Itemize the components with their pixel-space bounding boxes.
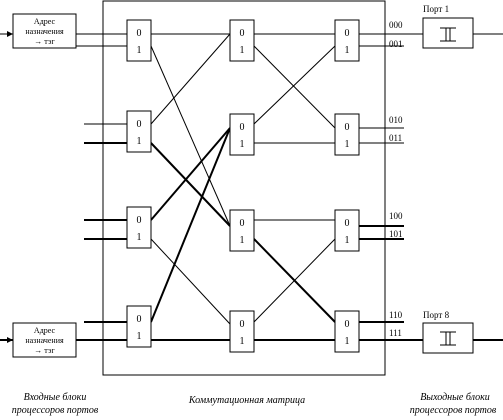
input-block-label: назначения [25, 27, 64, 36]
switch-element: 01 [334, 113, 360, 156]
input-block-label: → тэг [34, 346, 55, 355]
connection-lines [0, 33, 503, 341]
switch-port-0-label: 0 [137, 119, 142, 130]
link-line [150, 142, 231, 227]
input-block-bottom: Адрес назначения → тэг [12, 322, 77, 358]
caption-right-line1: Выходные блоки [420, 392, 490, 403]
link-line [150, 238, 231, 325]
switch-port-1-label: 1 [240, 235, 245, 246]
switch-element: 01 [126, 206, 152, 249]
input-block-label: → тэг [34, 37, 55, 46]
switch-port-1-label: 1 [240, 45, 245, 56]
switch-port-0-label: 0 [240, 28, 245, 39]
switch-element: 01 [229, 113, 255, 156]
address-label: 100 [389, 211, 403, 221]
switch-port-1-label: 1 [240, 336, 245, 347]
switch-port-0-label: 0 [137, 215, 142, 226]
switch-port-1-label: 1 [345, 45, 350, 56]
output-address-labels: 000 001 010 011 100 101 110 111 [389, 20, 403, 338]
input-block-top: Адрес назначения → тэг [12, 13, 77, 49]
switch-matrix-frame [102, 0, 386, 376]
switch-element: 01 [126, 305, 152, 348]
input-arrows [7, 31, 13, 343]
switch-element: 01 [334, 310, 360, 353]
switch-port-0-label: 0 [137, 28, 142, 39]
switch-port-1-label: 1 [137, 136, 142, 147]
captions: Входные блоки процессоров портов Коммута… [12, 392, 497, 416]
address-label: 101 [389, 229, 403, 239]
port-symbol-icon [440, 331, 456, 346]
switch-port-0-label: 0 [240, 122, 245, 133]
port-label: Порт 8 [423, 310, 450, 320]
switch-element: 01 [229, 310, 255, 353]
address-label: 110 [389, 310, 403, 320]
address-label: 011 [389, 133, 402, 143]
switch-port-0-label: 0 [137, 314, 142, 325]
link-line [253, 45, 336, 125]
link-line [253, 45, 336, 129]
link-line [150, 45, 231, 227]
address-label: 010 [389, 115, 403, 125]
caption-center: Коммутационная матрица [188, 395, 305, 406]
arrow-icon [7, 31, 13, 37]
switch-port-1-label: 1 [137, 331, 142, 342]
switch-element: 01 [126, 110, 152, 153]
switch-port-1-label: 1 [240, 139, 245, 150]
input-block-label: Адрес [34, 326, 56, 335]
caption-left-line2: процессоров портов [12, 405, 99, 416]
switch-port-1-label: 1 [345, 336, 350, 347]
switch-element: 01 [334, 209, 360, 252]
switch-port-1-label: 1 [137, 232, 142, 243]
output-port-bottom: Порт 8 [422, 310, 474, 354]
switch-element: 01 [334, 19, 360, 62]
input-block-label: Адрес [34, 17, 56, 26]
switch-port-0-label: 0 [345, 122, 350, 133]
input-block-label: назначения [25, 336, 64, 345]
link-line [150, 127, 231, 221]
address-label: 111 [389, 328, 402, 338]
link-line [150, 33, 231, 125]
port-label: Порт 1 [423, 4, 449, 14]
switch-element: 01 [229, 209, 255, 252]
caption-right-line2: процессоров портов [410, 405, 497, 416]
switch-port-0-label: 0 [345, 319, 350, 330]
switch-port-0-label: 0 [240, 218, 245, 229]
switch-port-1-label: 1 [345, 235, 350, 246]
output-port-top: Порт 1 [422, 4, 474, 49]
switch-port-0-label: 0 [345, 218, 350, 229]
port-symbol-icon [440, 27, 456, 42]
arrow-icon [7, 337, 13, 343]
switch-port-0-label: 0 [345, 28, 350, 39]
caption-left-line1: Входные блоки [24, 392, 87, 403]
switch-element: 01 [229, 19, 255, 62]
address-label: 000 [389, 20, 403, 30]
switch-port-1-label: 1 [137, 45, 142, 56]
address-label: 001 [389, 39, 403, 49]
switch-port-1-label: 1 [345, 139, 350, 150]
switch-element: 01 [126, 19, 152, 62]
link-line [253, 238, 336, 323]
switch-port-0-label: 0 [240, 319, 245, 330]
link-line [150, 127, 231, 323]
